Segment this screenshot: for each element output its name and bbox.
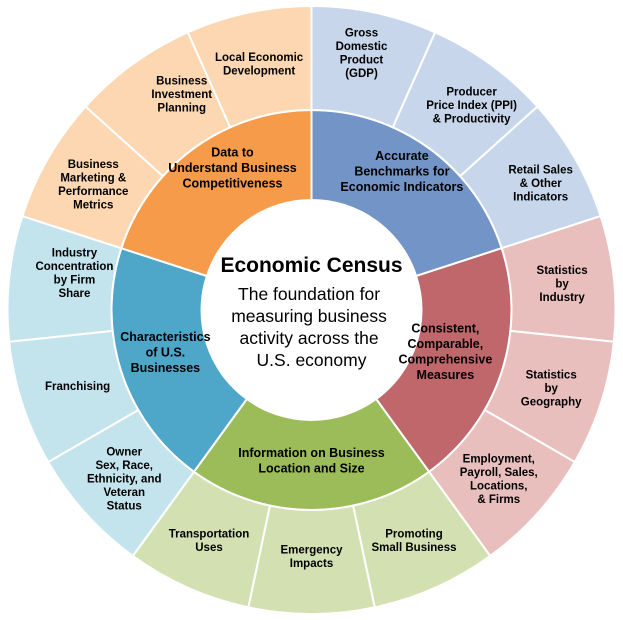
outer-segment-local-economic-development xyxy=(186,4,313,129)
center-subtitle: The foundation for measuring business ac… xyxy=(231,284,392,370)
outer-label-franchising: Franchising xyxy=(45,381,110,393)
center-subtitle-line: measuring business xyxy=(231,306,387,326)
outer-label-employment-payroll: Employment,Payroll, Sales,Locations,& Fi… xyxy=(460,453,538,506)
ring-segments xyxy=(6,4,617,615)
center-title: Economic Census xyxy=(220,254,402,277)
center-subtitle-line: U.S. economy xyxy=(257,350,367,370)
center-subtitle-line: activity across the xyxy=(240,328,379,348)
center-circle xyxy=(201,200,422,420)
center-subtitle-line: The foundation for xyxy=(238,284,380,304)
